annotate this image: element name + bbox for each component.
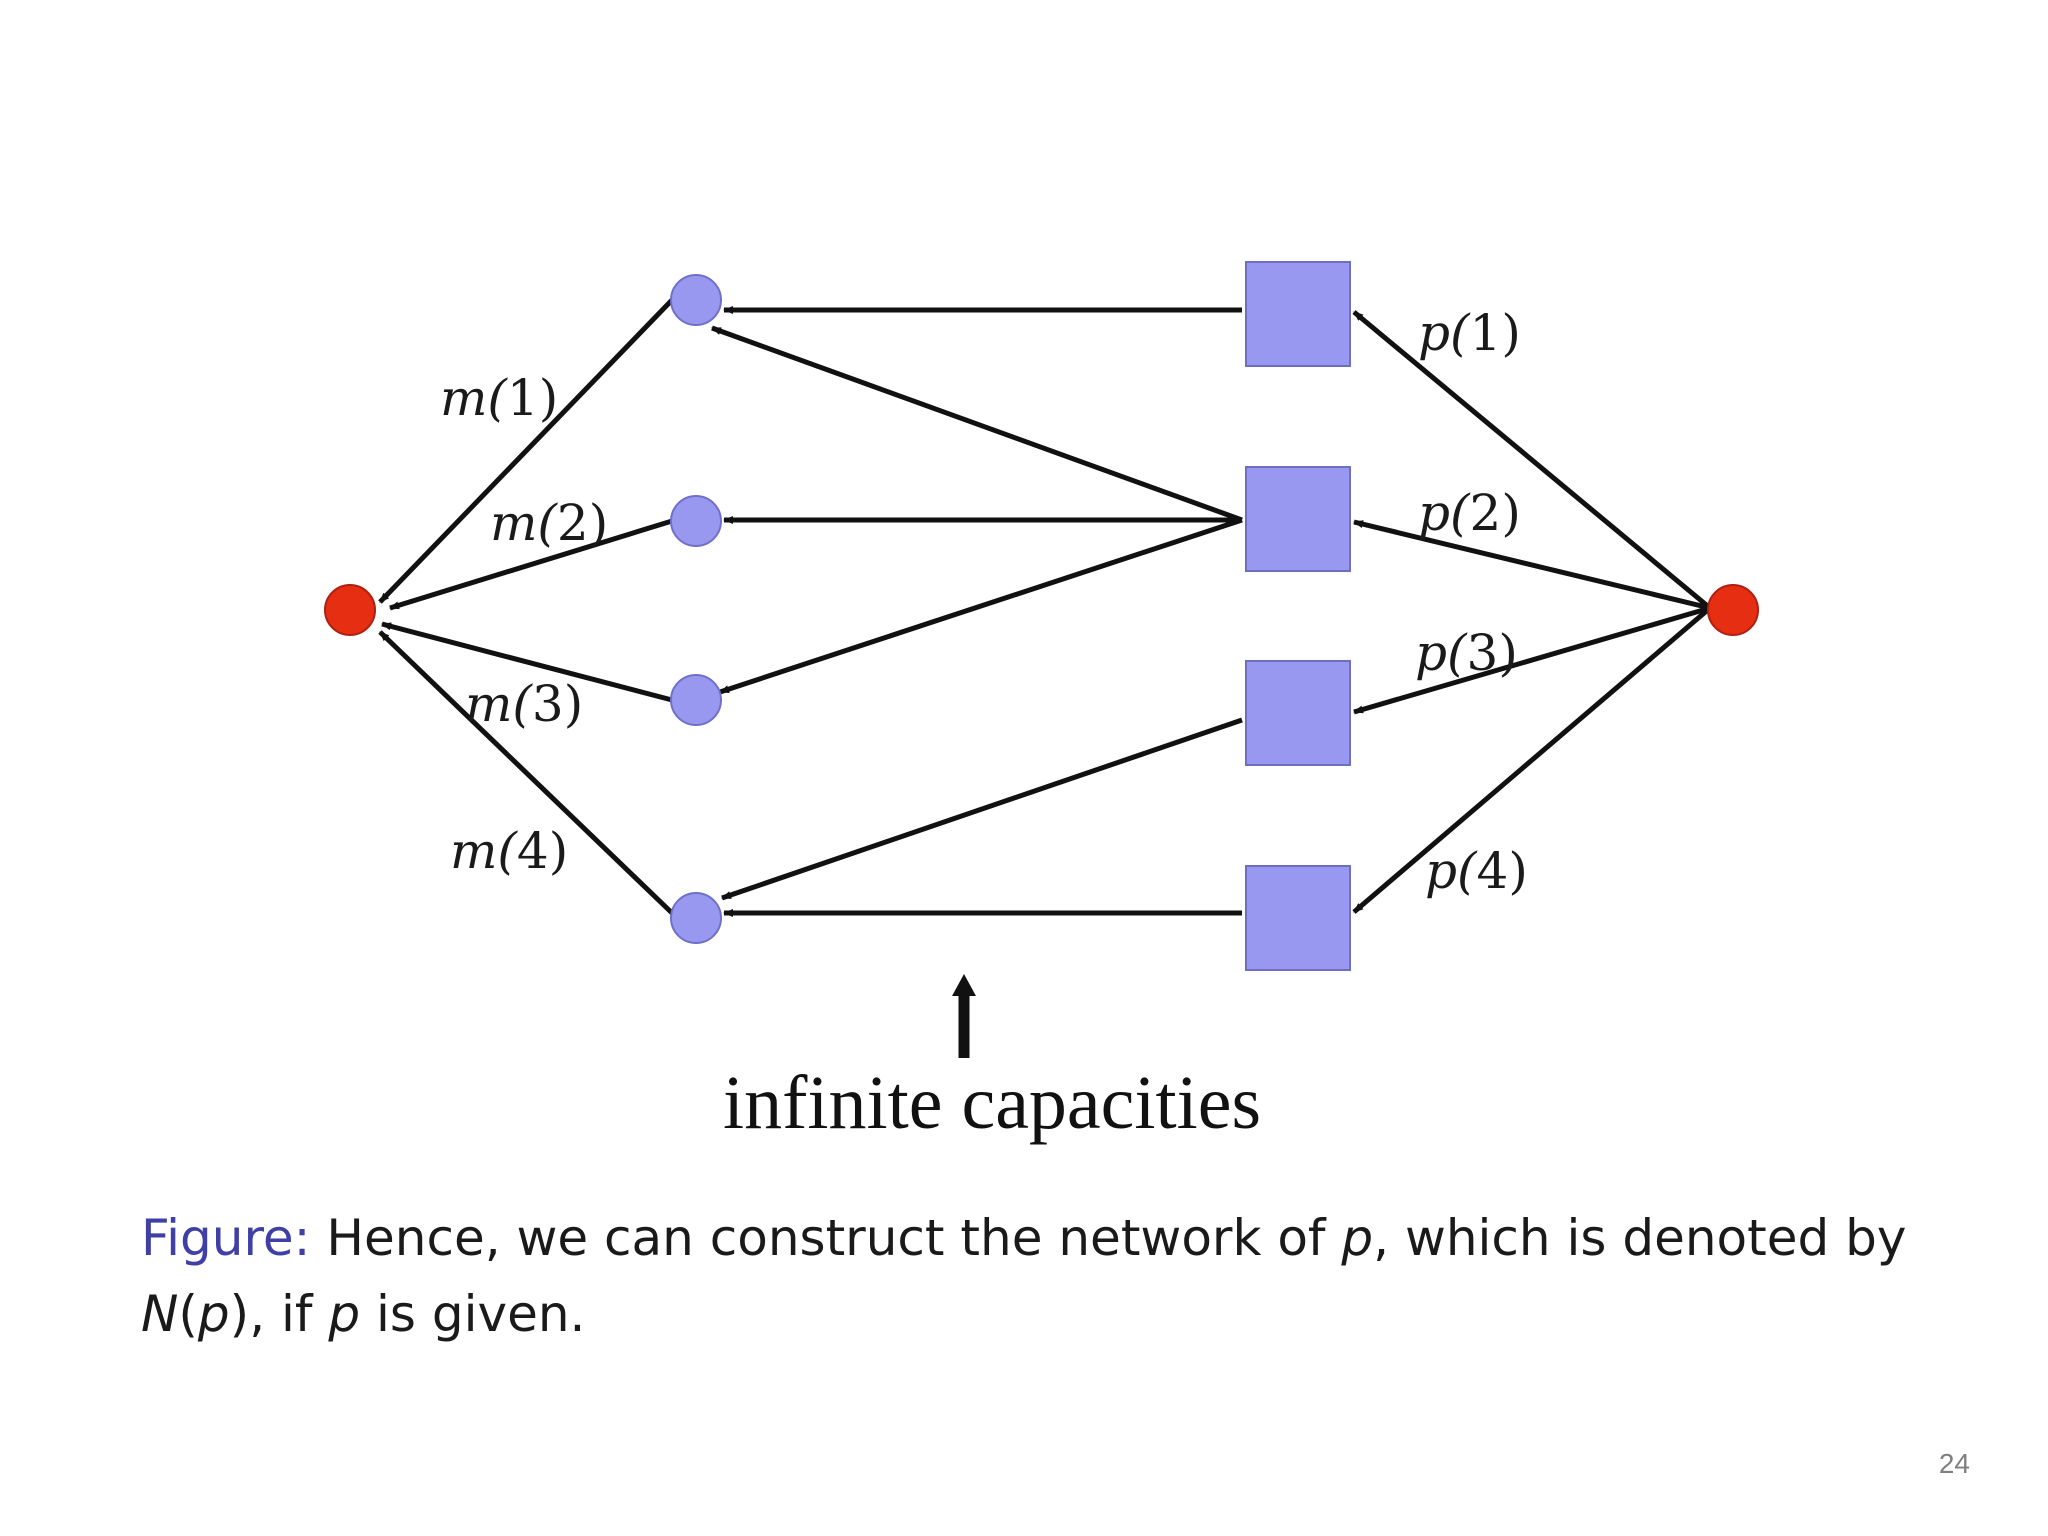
caption-var-p: p [1341, 1209, 1374, 1267]
edge-sq2-c1 [711, 325, 1243, 523]
caption-var-p-given: p [328, 1285, 361, 1343]
project-node-4 [1245, 865, 1351, 971]
label-m1: m(1) [440, 369, 558, 427]
left-edge-labels: m(1) m(2) m(3) m(4) [440, 369, 608, 880]
edge-p1 [1352, 310, 1712, 610]
sink-terminal-node [1707, 584, 1759, 636]
label-m3: m(3) [465, 675, 583, 733]
label-p2: p(2) [1418, 484, 1521, 542]
caption-text-4: is given. [360, 1285, 586, 1343]
project-node-2 [1245, 466, 1351, 572]
edge-p2 [1353, 519, 1711, 611]
machine-node-2 [670, 495, 722, 547]
label-m4: m(4) [450, 822, 568, 880]
edge-sq3-c4 [721, 717, 1243, 901]
edge-m2 [389, 518, 673, 611]
caption-text-2: , which is denoted by [1373, 1209, 1907, 1267]
machine-node-4 [670, 892, 722, 944]
edge-m1 [378, 298, 674, 604]
label-p4: p(4) [1425, 842, 1528, 900]
caption-var-n: N [141, 1285, 179, 1343]
machine-node-1 [670, 274, 722, 326]
annotation-text: infinite capacities [723, 1061, 1261, 1145]
edge-m4 [378, 630, 674, 915]
label-m2: m(2) [490, 494, 608, 552]
page-number: 24 [1938, 1448, 1970, 1479]
infinite-capacities-annotation: infinite capacities [723, 974, 1261, 1145]
network-diagram: m(1) m(2) m(3) m(4) p(1) p(2) p(3) [324, 261, 1759, 1145]
caption-prefix: Figure: [141, 1209, 311, 1267]
caption-var-p-arg: p [197, 1285, 230, 1343]
edge-p4 [1352, 606, 1712, 914]
caption-paren-open: ( [178, 1285, 198, 1343]
source-terminal-node [324, 584, 376, 636]
edge-m3 [381, 621, 673, 703]
caption-text-1: Hence, we can construct the network of [310, 1209, 1342, 1267]
label-p3: p(3) [1415, 624, 1518, 682]
nodes [324, 261, 1759, 971]
caption-text-3: , if [249, 1285, 329, 1343]
edges [378, 298, 1712, 917]
edge-p3 [1353, 605, 1711, 715]
project-node-3 [1245, 660, 1351, 766]
edge-sq2-c3 [719, 517, 1243, 695]
caption-paren-close: ) [229, 1285, 250, 1343]
figure-caption: Figure: Hence, we can construct the netw… [141, 1200, 1921, 1352]
machine-node-3 [670, 674, 722, 726]
project-node-1 [1245, 261, 1351, 367]
label-p1: p(1) [1418, 304, 1521, 362]
right-edge-labels: p(1) p(2) p(3) p(4) [1415, 304, 1528, 900]
